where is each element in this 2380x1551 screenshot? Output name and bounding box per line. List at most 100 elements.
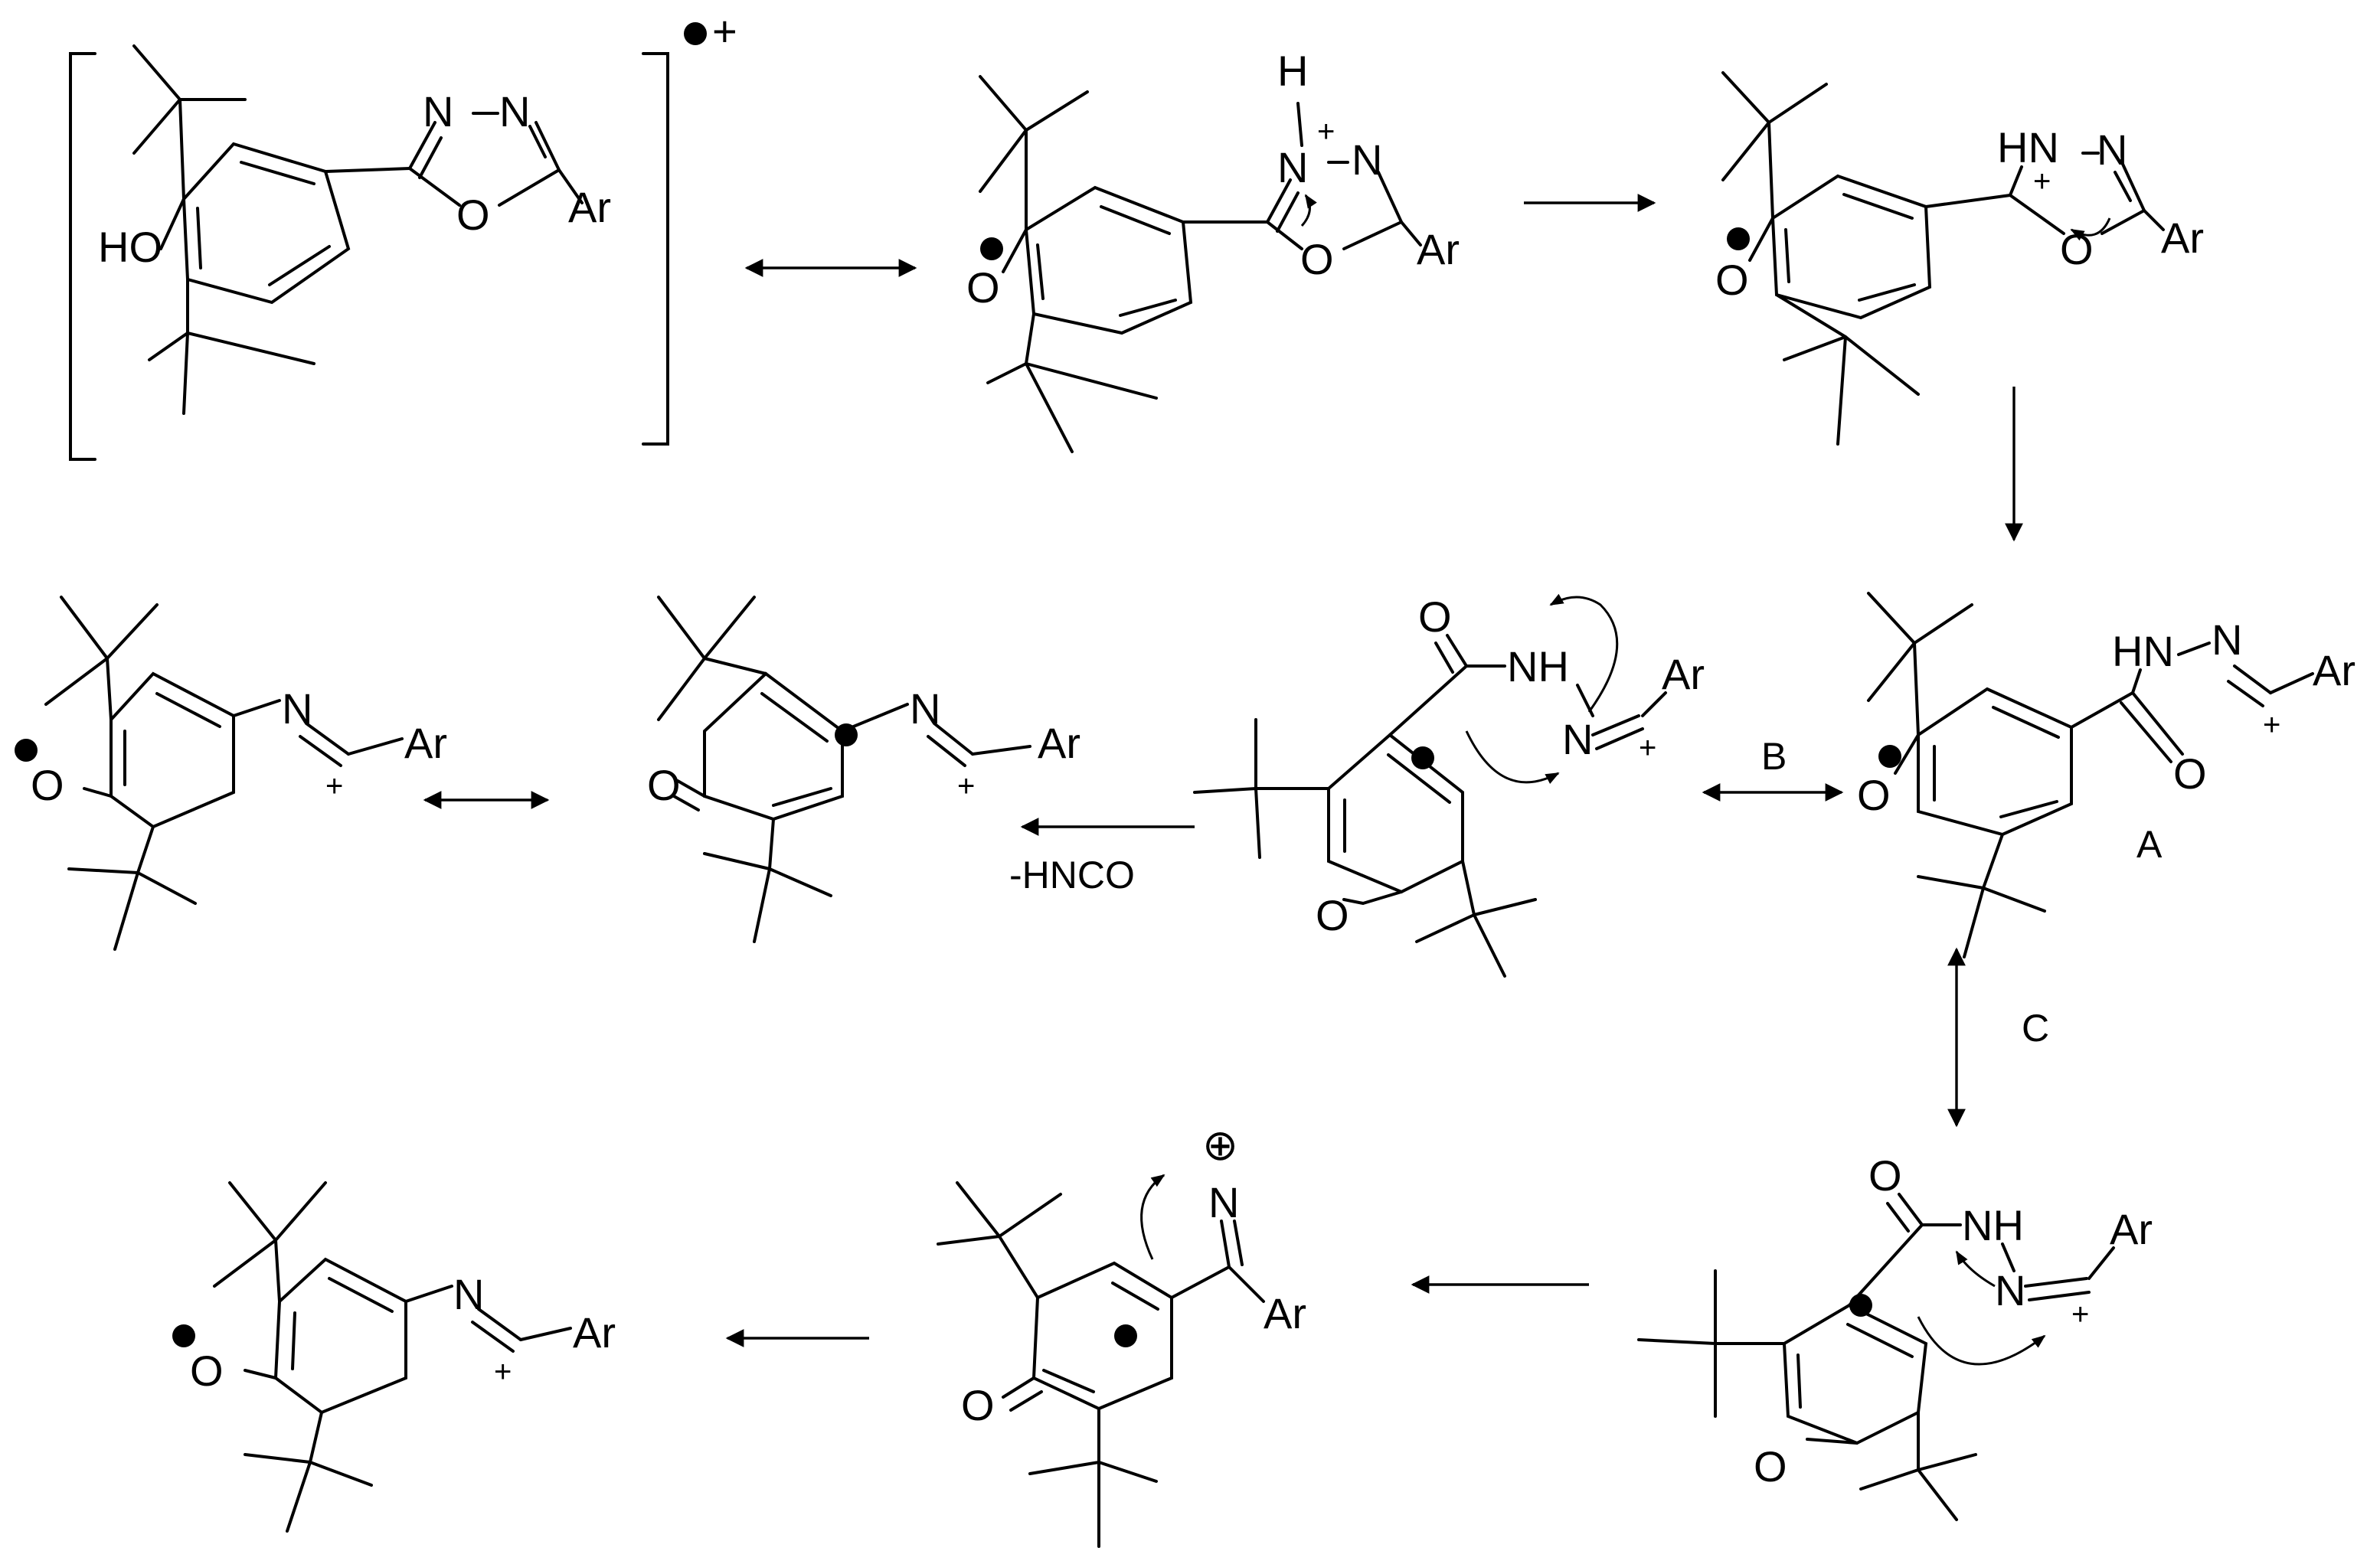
ring-double-bonds [1784, 193, 1916, 302]
tert-butyl-top [1867, 592, 1973, 736]
phenoxy-bond [1894, 733, 1920, 775]
radical-dot-icon [835, 723, 858, 746]
aryl-oxadiazole-bond [1924, 194, 2012, 208]
aryl-bond [2143, 209, 2165, 231]
circled-plus-charge: ⊕ [1202, 1121, 1238, 1169]
hydroxyl-bond [159, 198, 185, 250]
molecule-phenoxyl-iminium-bottom: O N Ar + [172, 1181, 616, 1533]
oxadiazole-n1: N [1277, 143, 1308, 191]
tert-butyl-left [1193, 718, 1330, 859]
tert-butyl-right [1859, 1411, 1977, 1521]
aryl-bond [1400, 220, 1422, 247]
c-n-bond [232, 699, 281, 717]
label-loss-hnco: -HNCO [1009, 854, 1135, 896]
label-c: C [2022, 1007, 2049, 1050]
radical-dot-icon [1411, 746, 1434, 769]
molecule-phenoxyl-iminium-middle: O N Ar + [15, 596, 447, 951]
radical-dot-icon [1727, 227, 1750, 250]
c-c-bond [1170, 1265, 1231, 1299]
ring-double-bonds [1042, 1282, 1159, 1393]
tert-butyl-top [937, 1181, 1062, 1299]
c-n-bond [404, 1285, 453, 1303]
curly-arrow [2070, 217, 2111, 241]
phenoxy-o: O [1857, 771, 1891, 819]
imine-plus-charge: + [2071, 1298, 2089, 1331]
quinone-carbonyl [1002, 1376, 1043, 1412]
aryl-label: Ar [573, 1308, 616, 1357]
ring-double-bonds [196, 161, 331, 286]
imine-plus-charge: + [957, 769, 975, 803]
molecule-phenol-oxadiazole-radical-cation: HO N N O Ar + [69, 7, 737, 461]
amide-bond [2131, 668, 2142, 694]
imine-plus-charge: + [325, 769, 343, 803]
oxadiazole-n1: N [423, 87, 453, 136]
molecule-quinoid-nitrilium: O N Ar ⊕ [937, 1121, 1306, 1548]
cation-plus: + [712, 7, 737, 55]
c-n-double-bond [1220, 1220, 1244, 1269]
label-b: B [1761, 735, 1787, 778]
tert-butyl-top [213, 1181, 327, 1303]
tert-butyl-bottom [1028, 1407, 1158, 1548]
oxadiazole-hn: HN [1997, 123, 2059, 171]
quinone-o: O [647, 761, 681, 809]
tert-butyl-bottom [986, 312, 1158, 453]
aryl-bond [2269, 672, 2314, 694]
oxadiazole-o: O [1300, 235, 1334, 283]
aryl-label: Ar [568, 183, 611, 231]
carbonyl-o: O [2173, 749, 2207, 798]
carbonyl-o: O [1418, 593, 1452, 641]
aryl-label: Ar [1417, 225, 1460, 273]
hydrazide-nh: NH [1507, 642, 1569, 691]
radical-dot-icon [172, 1324, 195, 1347]
c-n-bond [841, 703, 909, 733]
bracket-right [642, 52, 669, 446]
aryl-label: Ar [1662, 650, 1705, 698]
benzene-ring [1917, 687, 2073, 837]
radical-dot-icon [1849, 1294, 1872, 1317]
imine-plus-charge: + [1639, 731, 1656, 765]
n-n-bond [2001, 1242, 2015, 1272]
molecule-a: O O HN N Ar + A [1857, 592, 2355, 958]
ring-double-bonds [760, 692, 832, 807]
ring-double-bonds [1036, 205, 1177, 317]
label-a: A [2136, 823, 2163, 866]
carbonyl-double-bond [2120, 691, 2184, 763]
imine-double-bond [2024, 1277, 2091, 1301]
molecule-b-quinoid: O O NH N Ar + [1193, 593, 1705, 978]
aryl-label: Ar [1038, 719, 1080, 767]
phenoxy-bond [1748, 217, 1774, 262]
benzene-ring [110, 671, 235, 829]
oxadiazole-double-bond [1276, 191, 1300, 233]
oxadiazole-n2: N [499, 87, 530, 136]
tert-butyl-top [44, 596, 159, 721]
oxadiazole-o: O [456, 191, 490, 239]
aryl-label: Ar [2110, 1205, 2153, 1253]
carbonyl-carbon-bond [2070, 691, 2134, 729]
carbonyl-carbon-bond [1388, 664, 1468, 736]
curly-arrow-upper [1549, 593, 1619, 713]
curly-arrow-lower [1465, 730, 1560, 784]
imine-n: N [1562, 715, 1593, 763]
aryl-label: Ar [404, 719, 447, 767]
benzene-ring [181, 142, 351, 305]
phenoxy-o: O [966, 263, 1000, 312]
radical-dot-icon [15, 739, 38, 762]
ring-double-bonds [1796, 1323, 1914, 1409]
aryl-label: Ar [2161, 214, 2204, 262]
oxadiazole-double-bond [2114, 171, 2132, 202]
curly-arrow [1300, 194, 1317, 227]
imine-n: N [2212, 616, 2242, 664]
imine-double-bond [927, 722, 974, 767]
tert-butyl-bottom [244, 1411, 373, 1533]
tert-butyl-bottom [1917, 833, 2046, 958]
molecule-c-quinoid: O O NH N Ar + [1637, 1151, 2153, 1521]
tert-butyl-left [1637, 1269, 1786, 1418]
imine-double-bond [471, 1308, 522, 1353]
tert-butyl-bottom [703, 818, 832, 943]
imine-plus-charge: + [494, 1355, 512, 1389]
curly-arrow-upper [1955, 1250, 1996, 1288]
phenoxy-bond [83, 787, 113, 798]
aryl-label: Ar [1264, 1289, 1306, 1337]
carbonyl-double-bond [1886, 1193, 1924, 1233]
